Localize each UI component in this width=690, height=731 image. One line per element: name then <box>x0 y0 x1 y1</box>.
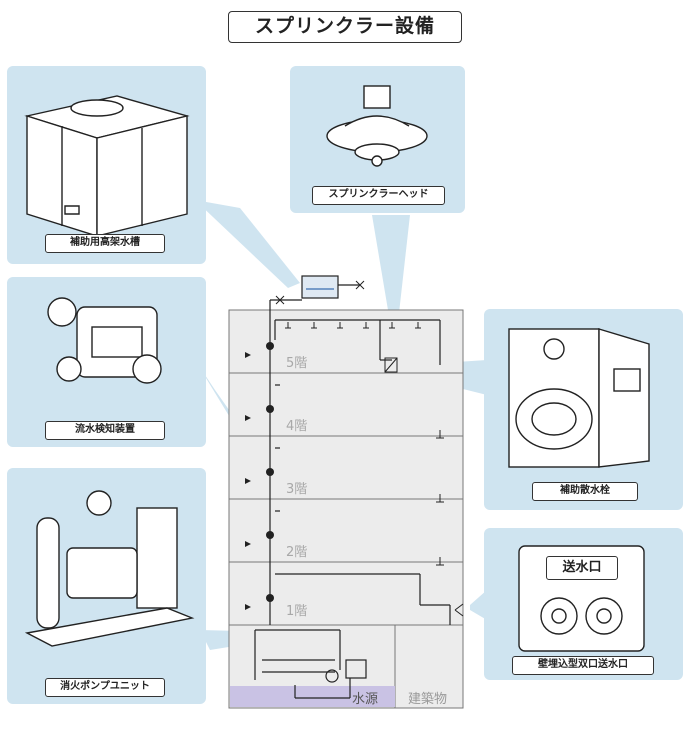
panel-pump-unit: 消火ポンプユニット <box>7 468 206 704</box>
label-flow-detector: 流水検知装置 <box>45 421 165 440</box>
label-elevated-tank: 補助用高架水槽 <box>45 234 165 253</box>
sprinkler-head-illustration <box>326 85 428 167</box>
building-label: 建築物 <box>408 692 448 707</box>
callout-beam-tank <box>195 200 300 288</box>
label-sprinkler-head: スプリンクラーヘッド <box>312 186 445 205</box>
floor-label-4: 4階 <box>286 419 308 434</box>
building-outline <box>228 309 464 709</box>
elevated-tank-illustration <box>24 95 190 237</box>
flow-detector-illustration <box>47 297 162 384</box>
panel-sprinkler-head: スプリンクラーヘッド <box>290 66 465 213</box>
panel-siamese: 送水口 壁埋込型双口送水口 <box>484 528 683 680</box>
panel-flow-detector: 流水検知装置 <box>7 277 206 447</box>
callout-beam-siamese <box>470 590 487 620</box>
label-siamese: 壁埋込型双口送水口 <box>512 656 654 675</box>
panel-tank: 補助用高架水槽 <box>7 66 206 264</box>
floor-label-1: 1階 <box>286 604 308 619</box>
panel-hydrant: 補助散水栓 <box>484 309 683 510</box>
water-source-label: 水源 <box>352 692 379 707</box>
pump-unit-illustration <box>24 490 195 647</box>
floor-label-2: 2階 <box>286 545 308 560</box>
label-pump-unit: 消火ポンプユニット <box>45 678 165 697</box>
hydrant-box-illustration <box>508 328 650 468</box>
callout-beam-head <box>372 215 410 322</box>
water-source-area <box>230 686 395 707</box>
floor-label-5: 5階 <box>286 356 308 371</box>
siamese-sign: 送水口 <box>546 556 618 580</box>
label-hydrant: 補助散水栓 <box>532 482 638 501</box>
page-title: スプリンクラー設備 <box>228 11 462 43</box>
floor-label-3: 3階 <box>286 482 308 497</box>
